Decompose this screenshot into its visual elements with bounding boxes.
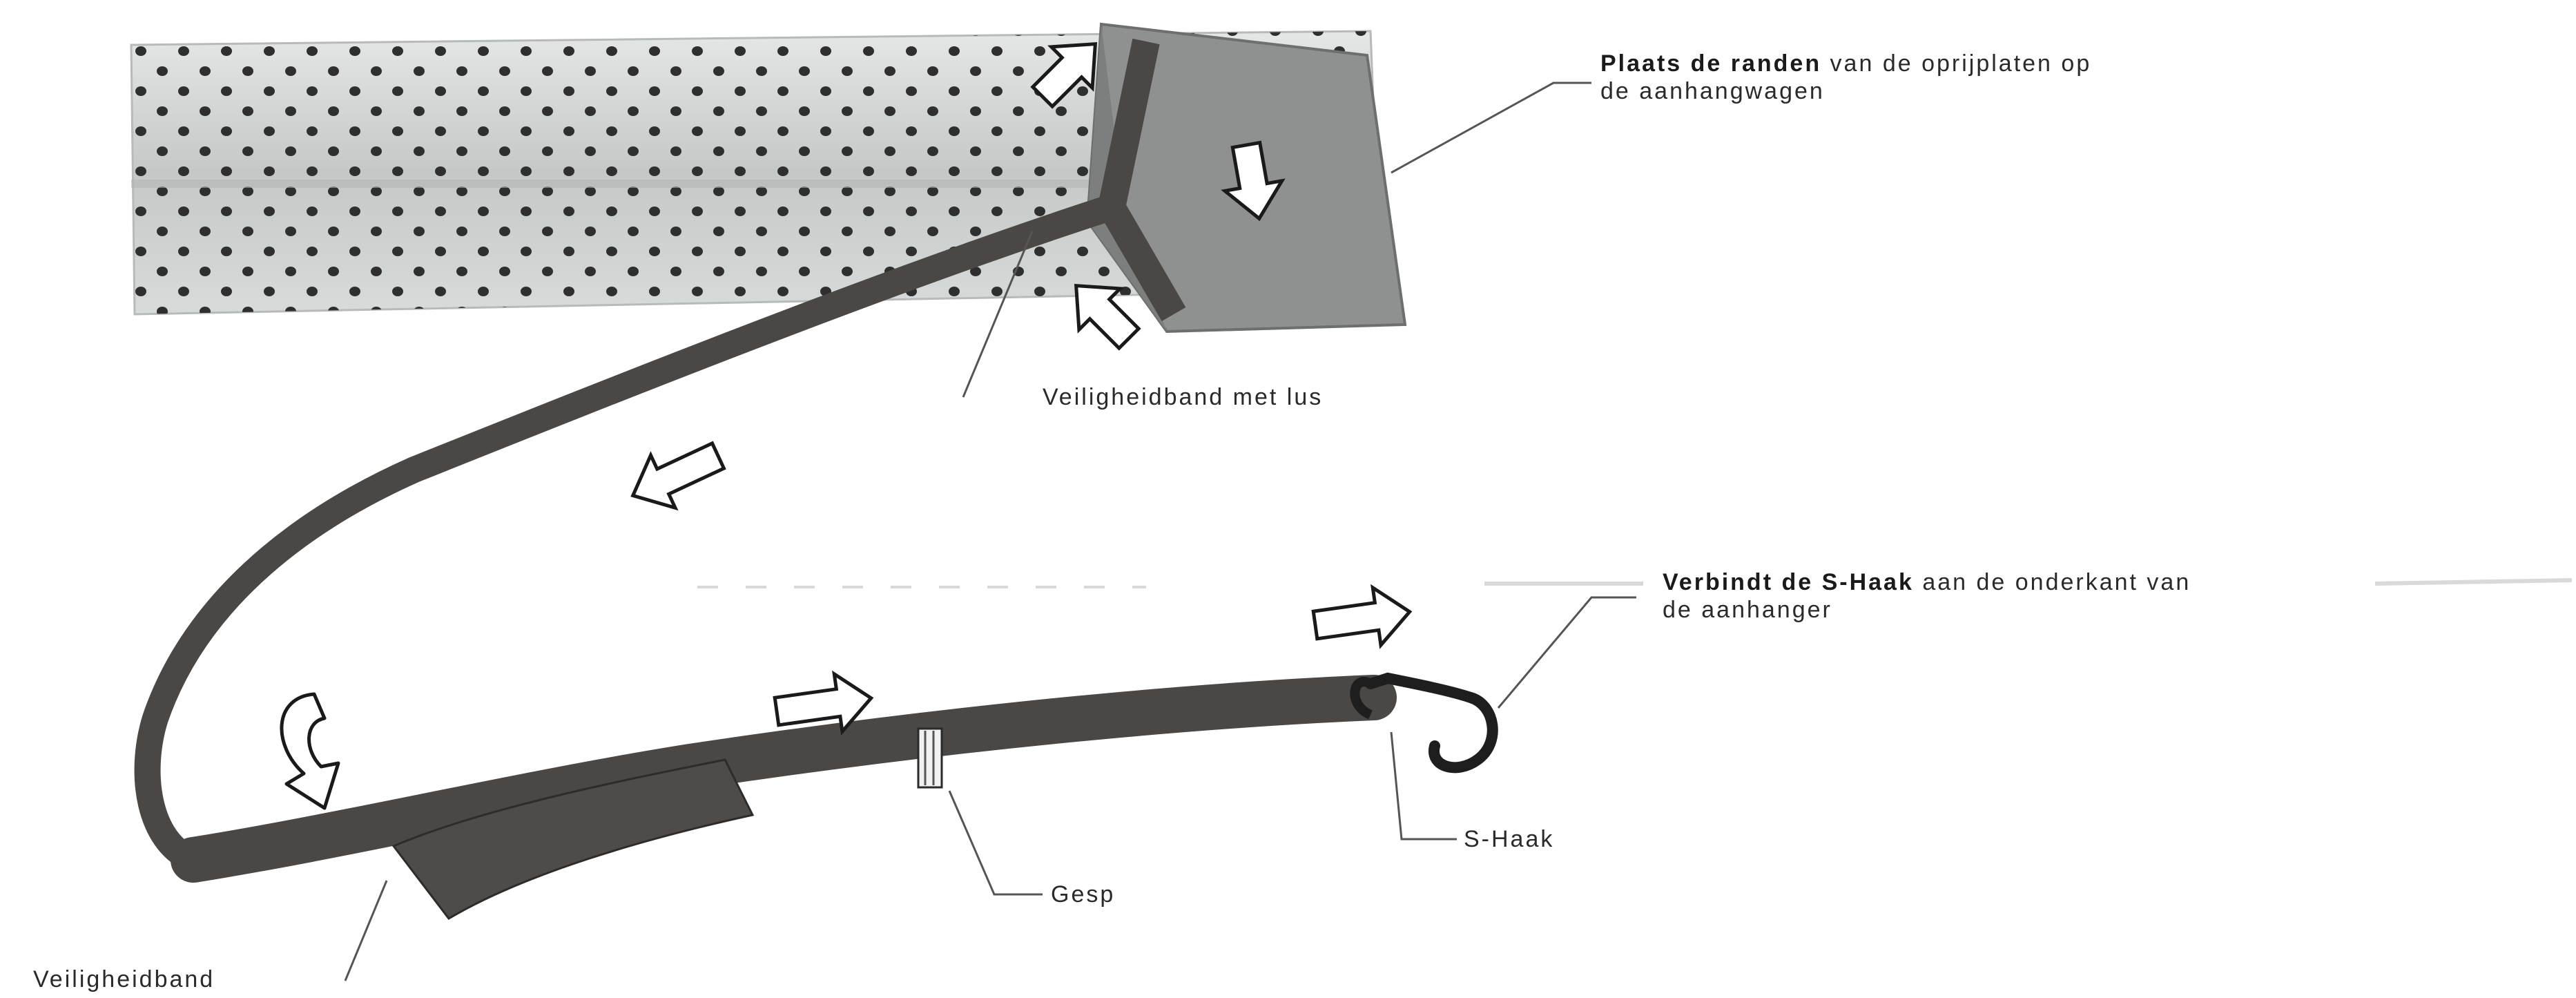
label-ramp-edges-line2: de aanhangwagen	[1600, 78, 1825, 104]
label-s-hook-connect-line2: de aanhanger	[1663, 597, 1832, 623]
label-ramp-edges-rest: van de oprijplaten op	[1821, 50, 2091, 77]
label-s-hook-connect-bold: Verbindt de S-Haak	[1663, 569, 1914, 595]
buckle	[918, 729, 942, 787]
curved-arrow-icon	[282, 694, 338, 808]
label-ramp-edges-bold: Plaats de randen	[1600, 50, 1821, 77]
arrow-down-left-icon	[621, 430, 730, 522]
label-loop-strap: Veiligheidband met lus	[1043, 383, 1323, 411]
guide-line	[2375, 580, 2572, 584]
label-buckle: Gesp	[1051, 881, 1115, 908]
label-s-hook-connect-rest: aan de onderkant van	[1914, 569, 2191, 595]
arrow-right-icon	[1311, 583, 1413, 653]
label-s-hook: S-Haak	[1464, 825, 1554, 853]
label-ramp-edges: Plaats de randen van de oprijplaten op d…	[1600, 50, 2091, 105]
label-s-hook-connect: Verbindt de S-Haak aan de onderkant van …	[1663, 568, 2191, 624]
label-safety-strap: Veiligheidband	[33, 966, 215, 993]
